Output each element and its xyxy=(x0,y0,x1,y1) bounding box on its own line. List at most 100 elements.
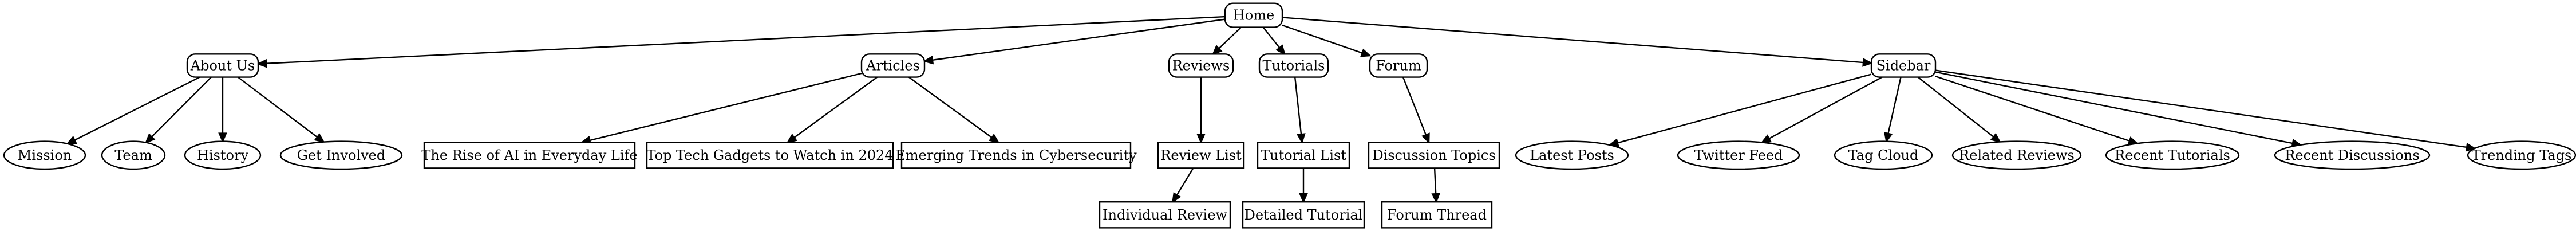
node-recent-discussions: Recent Discussions xyxy=(2274,140,2431,170)
node-detailed-tutorial: Detailed Tutorial xyxy=(1242,201,1365,229)
arrowhead-icon xyxy=(256,58,267,68)
node-forum-thread: Forum Thread xyxy=(1381,201,1493,229)
node-the-rise-of-ai-in-everyday-life: The Rise of AI in Everyday Life xyxy=(421,142,638,169)
arrowhead-icon xyxy=(1360,48,1372,57)
node-label: Tutorial List xyxy=(1261,147,1346,163)
edge-line xyxy=(1218,26,1242,49)
node-shape xyxy=(101,140,166,170)
node-tutorials: Tutorials xyxy=(1258,53,1329,78)
node-label: Discussion Topics xyxy=(1372,147,1495,163)
arrowhead-icon xyxy=(1990,132,2001,143)
node-shape xyxy=(1224,2,1283,28)
edge-about-to-mission xyxy=(66,76,200,145)
arrowhead-icon xyxy=(1760,134,1772,143)
node-team: Team xyxy=(101,140,166,170)
edge-line xyxy=(266,15,1226,64)
arrowhead-icon xyxy=(989,133,1000,144)
arrowhead-icon xyxy=(922,55,934,65)
edge-tutorials-to-tutoriallist xyxy=(1294,77,1306,144)
edge-home-to-forum xyxy=(1282,24,1372,57)
node-review-list: Review List xyxy=(1157,142,1245,169)
arrowhead-icon xyxy=(786,133,797,144)
node-trending-tags: Trending Tags xyxy=(2467,140,2576,170)
node-shape xyxy=(1951,140,2082,170)
node-label: Forum xyxy=(1376,57,1421,73)
node-label: Mission xyxy=(18,147,72,163)
edge-line xyxy=(1433,168,1437,194)
edge-home-to-tutorials xyxy=(1262,26,1286,56)
node-shape xyxy=(1834,140,1933,170)
arrowhead-icon xyxy=(1211,45,1223,56)
node-shape xyxy=(1168,53,1234,78)
arrowhead-icon xyxy=(1172,192,1182,203)
node-label: Trending Tags xyxy=(2472,147,2572,163)
node-twitter-feed: Twitter Feed xyxy=(1677,140,1800,170)
node-shape xyxy=(646,142,894,169)
node-label: Forum Thread xyxy=(1387,207,1487,223)
node-shape xyxy=(423,142,636,169)
node-sidebar: Sidebar xyxy=(1870,53,1937,78)
node-shape xyxy=(1369,53,1428,78)
edge-home-to-reviews xyxy=(1211,26,1242,56)
edge-sidebar-to-latest xyxy=(1608,73,1872,147)
node-label: Review List xyxy=(1160,147,1242,163)
node-tutorial-list: Tutorial List xyxy=(1257,142,1350,169)
node-label: Sidebar xyxy=(1876,57,1931,73)
arrowhead-icon xyxy=(1884,132,1893,143)
node-label: History xyxy=(197,147,248,163)
edge-line xyxy=(1282,24,1363,54)
edge-sidebar-to-recenttut xyxy=(1935,75,2139,145)
edge-about-to-involved xyxy=(237,76,325,143)
node-get-involved: Get Involved xyxy=(279,140,403,170)
node-emerging-trends-in-cybersecurity: Emerging Trends in Cybersecurity xyxy=(895,142,1137,169)
node-label: Recent Tutorials xyxy=(2115,147,2230,163)
node-top-tech-gadgets-to-watch-in-2024: Top Tech Gadgets to Watch in 2024 xyxy=(646,142,894,169)
edge-line xyxy=(932,18,1226,61)
edge-line xyxy=(237,76,318,138)
node-history: History xyxy=(184,140,262,170)
edge-line xyxy=(1935,69,2467,148)
node-shape xyxy=(900,142,1132,169)
edge-sidebar-to-trending xyxy=(1935,69,2477,152)
arrowhead-icon xyxy=(1275,44,1286,56)
edge-topics-to-thread xyxy=(1431,168,1440,204)
edge-line xyxy=(1402,77,1427,135)
edge-line xyxy=(151,76,212,138)
edge-line xyxy=(589,72,862,142)
node-shape xyxy=(1381,201,1493,229)
edge-home-to-sidebar xyxy=(1282,17,1874,67)
arrowhead-icon xyxy=(1299,193,1308,204)
edge-home-to-about xyxy=(256,15,1226,68)
node-discussion-topics: Discussion Topics xyxy=(1368,142,1500,169)
node-label: Reviews xyxy=(1172,57,1230,73)
edge-sidebar-to-twitter xyxy=(1760,76,1883,143)
edge-line xyxy=(1282,17,1864,64)
node-about-us: About Us xyxy=(186,53,259,78)
arrowhead-icon xyxy=(1196,134,1206,144)
edge-line xyxy=(1262,26,1281,49)
node-label: Recent Discussions xyxy=(2285,147,2419,163)
node-home: Home xyxy=(1224,2,1283,28)
edge-reviewlist-to-indreview xyxy=(1172,167,1194,203)
node-reviews: Reviews xyxy=(1168,53,1234,78)
arrowhead-icon xyxy=(1297,133,1306,144)
edge-line xyxy=(1917,76,1994,138)
node-label: Home xyxy=(1233,7,1274,24)
node-shape xyxy=(1515,140,1629,170)
node-recent-tutorials: Recent Tutorials xyxy=(2105,140,2240,170)
node-shape xyxy=(1368,142,1500,169)
edge-line xyxy=(1887,77,1902,134)
node-shape xyxy=(1157,142,1245,169)
node-label: Twitter Feed xyxy=(1694,147,1783,163)
arrowhead-icon xyxy=(144,133,156,144)
node-shape xyxy=(2467,140,2576,170)
node-label: Latest Posts xyxy=(1530,147,1614,163)
arrowhead-icon xyxy=(1421,132,1430,144)
node-shape xyxy=(184,140,262,170)
edge-sidebar-to-recentdisc xyxy=(1935,71,2302,148)
node-label: Tutorials xyxy=(1262,57,1325,73)
edge-line xyxy=(1768,76,1883,139)
node-label: The Rise of AI in Everyday Life xyxy=(421,147,637,163)
node-label: Tag Cloud xyxy=(1848,147,1919,163)
edges-layer xyxy=(66,15,2477,204)
